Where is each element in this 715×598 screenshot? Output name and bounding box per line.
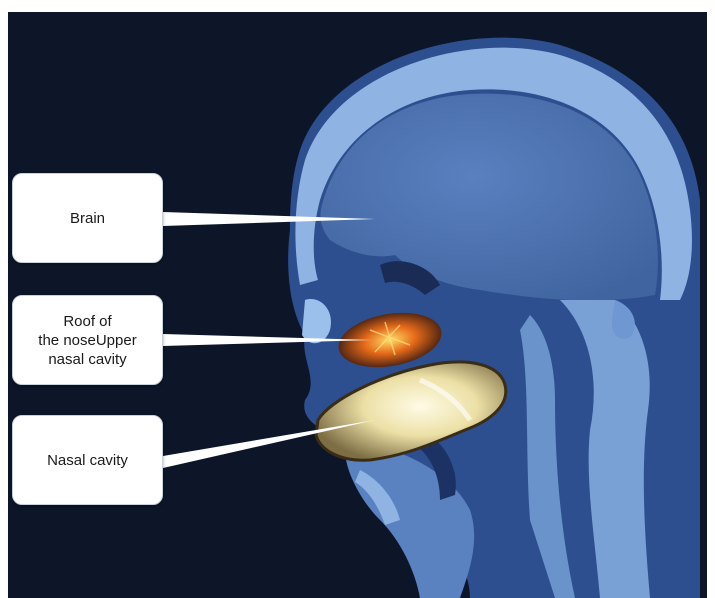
brain-label: Brain [12,173,163,263]
nasal-cavity-label: Nasal cavity [12,415,163,505]
brain-label-text: Brain [70,209,105,228]
roof-of-nose-label: Roof of the noseUpper nasal cavity [12,295,163,385]
roof-label-line-2: the noseUpper [38,331,136,350]
roof-label-line-1: Roof of [38,312,136,331]
nasal-cavity-label-text: Nasal cavity [47,451,128,470]
roof-label-line-3: nasal cavity [38,350,136,369]
